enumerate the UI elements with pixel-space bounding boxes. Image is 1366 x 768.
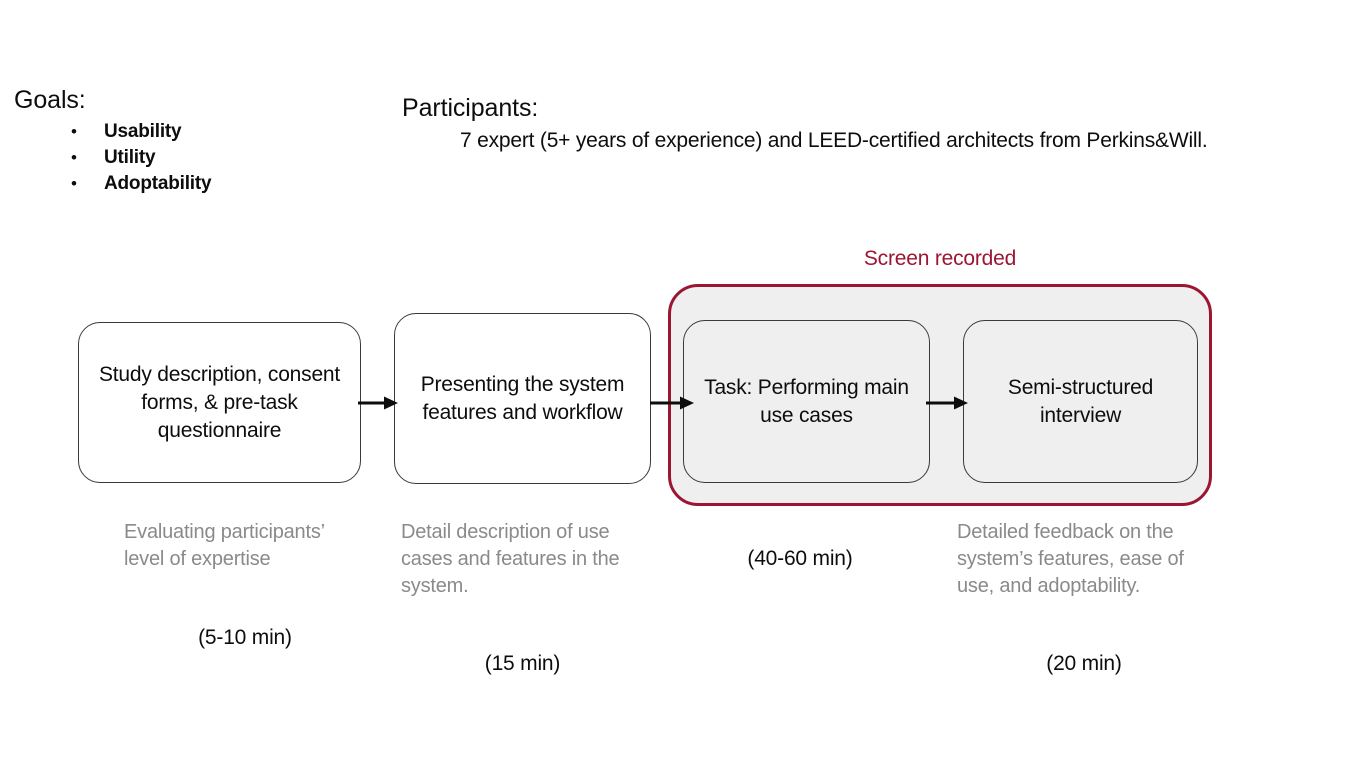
arrow-right-icon — [926, 395, 968, 411]
goals-list: • Usability • Utility • Adoptability — [14, 119, 384, 197]
participants-block: Participants: 7 expert (5+ years of expe… — [402, 93, 1362, 154]
bullet-icon: • — [71, 122, 77, 141]
step-duration-interview: (20 min) — [1046, 652, 1122, 675]
goal-item-adoptability: • Adoptability — [14, 171, 384, 197]
step-caption-study: Evaluating participants’ level of expert… — [124, 521, 325, 570]
flow-step-study: Study description, consent forms, & pre-… — [78, 322, 361, 483]
goal-item-usability: • Usability — [14, 119, 384, 145]
flow-step-interview: Semi-structured interview — [963, 320, 1198, 483]
step-duration-task: (40-60 min) — [747, 547, 853, 570]
arrow-right-icon — [650, 395, 694, 411]
arrow-right-icon — [358, 395, 398, 411]
step-duration-study: (5-10 min) — [198, 626, 292, 649]
screen-recorded-label: Screen recorded — [863, 247, 1017, 270]
bullet-icon: • — [71, 174, 77, 193]
flow-step-presenting: Presenting the system features and workf… — [394, 313, 651, 484]
participants-title: Participants: — [402, 94, 539, 122]
bullet-icon: • — [71, 148, 77, 167]
goal-label: Adoptability — [104, 173, 212, 194]
step-caption-interview: Detailed feedback on the system’s featur… — [957, 521, 1184, 597]
goals-title: Goals: — [14, 86, 86, 114]
goals-block: Goals: • Usability • Utility • Adoptabil… — [14, 85, 384, 197]
goal-item-utility: • Utility — [14, 145, 384, 171]
step-caption-presenting: Detail description of use cases and feat… — [401, 521, 620, 597]
flow-step-task: Task: Performing main use cases — [683, 320, 930, 483]
participants-detail: 7 expert (5+ years of experience) and LE… — [460, 129, 1208, 152]
goal-label: Usability — [104, 121, 182, 142]
goal-label: Utility — [104, 147, 156, 168]
step-duration-presenting: (15 min) — [484, 652, 561, 675]
